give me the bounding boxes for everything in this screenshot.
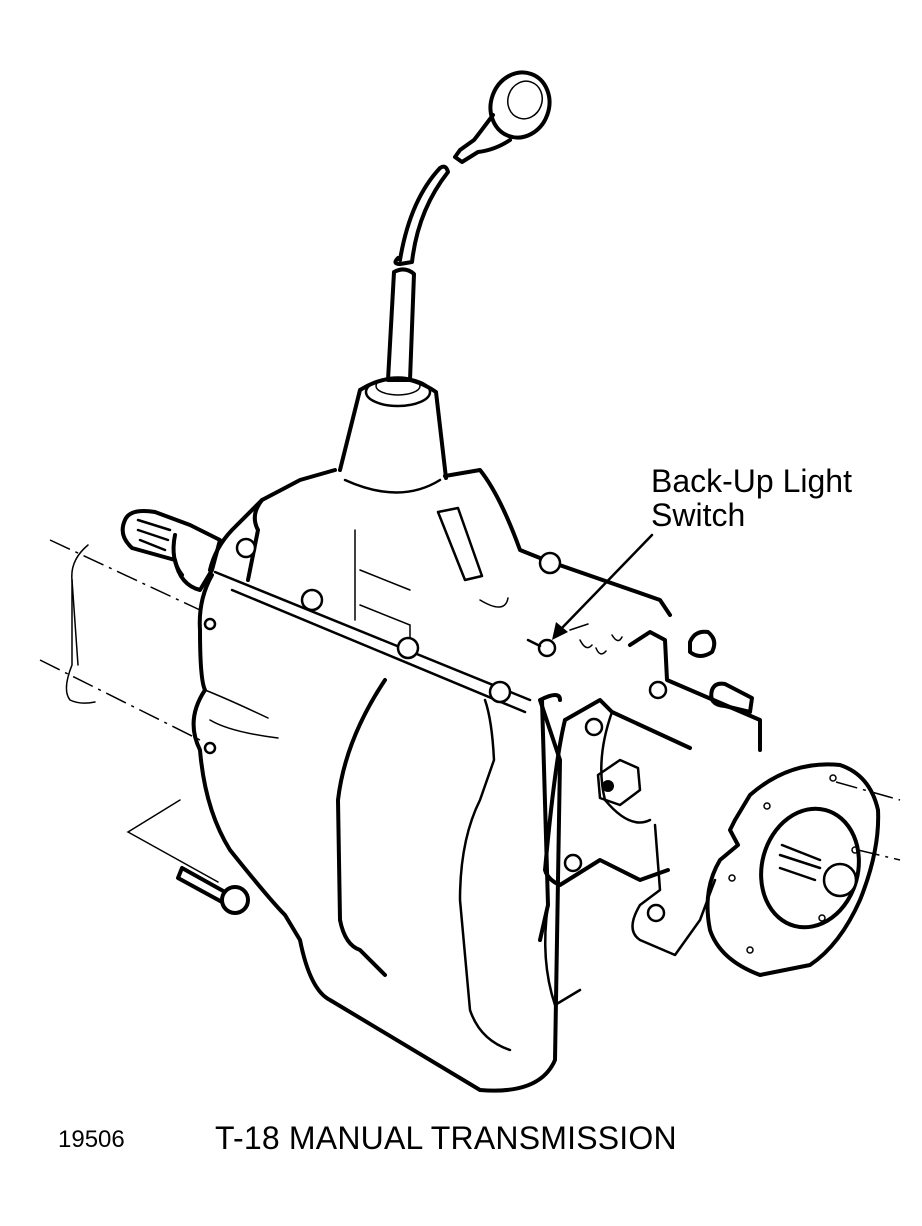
loose-bolts — [688, 629, 754, 714]
adapter-plate — [543, 680, 692, 887]
shift-lever-lower — [386, 267, 416, 382]
backup-light-switch — [526, 623, 623, 658]
cover-bolts — [235, 537, 562, 704]
top-cover — [208, 468, 672, 714]
output-flange — [705, 762, 901, 977]
shift-tower — [338, 376, 448, 494]
figure-number: 19506 — [58, 1126, 125, 1153]
input-shaft — [120, 509, 222, 592]
extension-housing — [596, 630, 762, 957]
bellhousing-phantom — [39, 539, 201, 741]
callout-line-1: Back-Up Light — [651, 463, 852, 499]
figure-title: T-18 MANUAL TRANSMISSION — [215, 1120, 677, 1156]
mounting-bolt — [126, 799, 250, 915]
callout-leader — [552, 533, 654, 640]
callout-line-2: Switch — [651, 497, 746, 533]
shift-lever-upper — [393, 164, 450, 266]
transmission-case — [191, 573, 582, 1093]
backup-light-switch-label: Back-Up Light Switch — [651, 464, 852, 532]
shift-knob — [453, 70, 552, 164]
